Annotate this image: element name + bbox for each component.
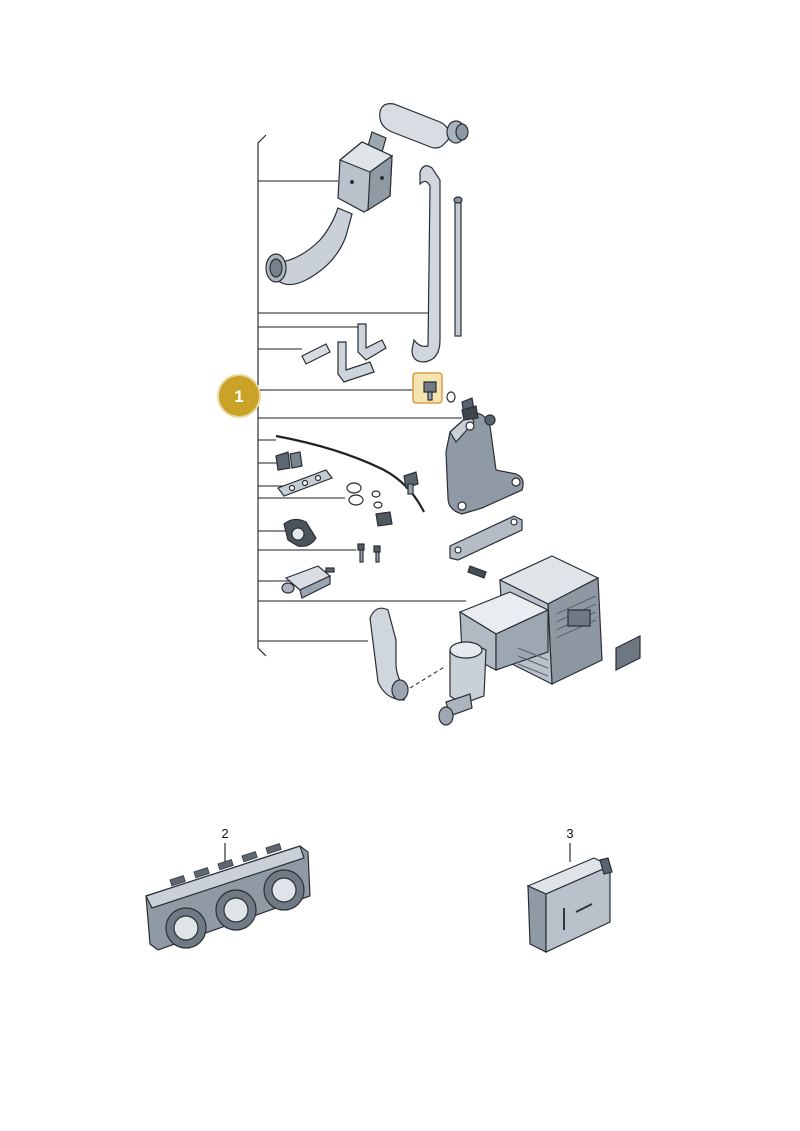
clips [275, 451, 303, 471]
climate-control-panel: 2 [145, 826, 311, 951]
fuel-pump [281, 565, 335, 599]
leader-lines [258, 180, 466, 642]
intake-hose [411, 165, 441, 363]
callout-badge-1[interactable]: 1 [217, 374, 262, 418]
washers-and-rings [346, 471, 419, 527]
auxiliary-heater-unit [438, 555, 603, 726]
callout-label-1: 1 [234, 387, 243, 406]
mounting-bracket [445, 405, 524, 515]
screws [357, 543, 381, 563]
support-strap [449, 515, 523, 579]
exhaust-elbow [369, 607, 447, 701]
callout-label-2: 2 [221, 826, 228, 841]
exhaust-silencer-assembly [265, 103, 469, 286]
bent-tubes [301, 323, 387, 383]
rubber-clamp [283, 518, 317, 547]
gasket-pad [615, 635, 641, 671]
fuel-line-rod [453, 196, 463, 337]
callout-label-3: 3 [566, 826, 573, 841]
gasket-strip [277, 469, 333, 497]
highlighted-bolt[interactable] [412, 372, 443, 404]
control-unit-module: 3 [526, 826, 613, 953]
